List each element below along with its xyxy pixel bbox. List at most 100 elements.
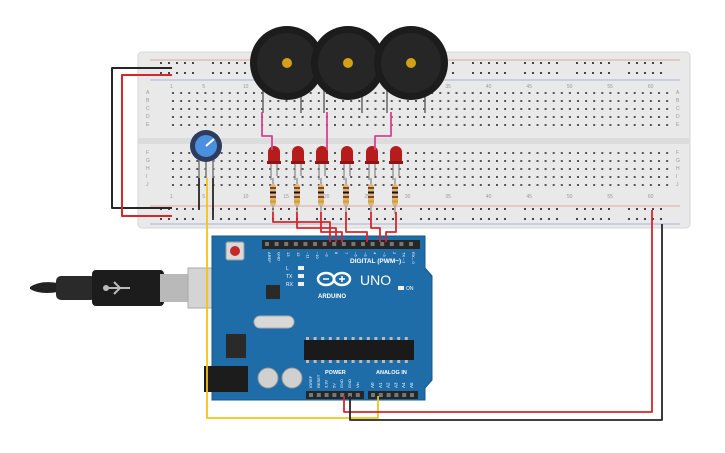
digital-pin: [322, 242, 327, 246]
row-letter: J: [676, 182, 679, 188]
resistor: [318, 178, 324, 214]
board-led: [298, 266, 304, 270]
digital-pin: [380, 242, 385, 246]
analog-pin: [402, 393, 407, 397]
row-letter: B: [676, 98, 680, 104]
board-led-label: L: [286, 266, 289, 272]
digital-pin-label: 7: [344, 252, 349, 255]
digital-pin-label: 12: [296, 252, 301, 257]
digital-pin-label: 8: [334, 252, 339, 255]
board-led-label: RX: [286, 282, 294, 288]
column-number: 50: [567, 84, 573, 90]
wire-red-5v: [343, 210, 653, 413]
digital-pin: [265, 242, 269, 246]
usb-cable: [30, 267, 227, 309]
row-letter: E: [676, 122, 680, 128]
column-number: 60: [648, 194, 654, 200]
wire-red-rail: [121, 74, 172, 217]
row-letter: G: [676, 158, 680, 164]
power-jack: [204, 366, 248, 392]
led: [291, 146, 305, 180]
column-number: 40: [486, 84, 492, 90]
digital-pin-label: 2: [392, 252, 397, 255]
row-letter: A: [676, 90, 680, 96]
wire-yellow: [206, 178, 379, 419]
column-number: 55: [607, 194, 613, 200]
analog-pin-label: A4: [401, 382, 406, 388]
digital-pin: [351, 242, 356, 246]
column-number: 50: [567, 194, 573, 200]
row-letter: I: [146, 174, 147, 180]
power-pin-label: RESET: [316, 374, 321, 388]
column-number: 55: [607, 84, 613, 90]
row-letter: A: [146, 90, 150, 96]
wire-pink: [261, 112, 273, 150]
power-pin: [309, 393, 313, 397]
digital-pin-label: ~9: [325, 252, 330, 257]
digital-pin-label: ~5: [363, 252, 368, 257]
led: [340, 146, 354, 180]
power-pin: [324, 393, 329, 397]
column-number: 45: [526, 194, 532, 200]
board-led: [298, 274, 304, 278]
brand-label: ARDUINO: [318, 294, 346, 300]
atmega-chip: [304, 340, 414, 360]
digital-pin-label: RX←0: [411, 252, 416, 265]
row-letter: I: [676, 174, 677, 180]
digital-pin: [409, 242, 413, 246]
row-letter: D: [146, 114, 150, 120]
digital-pin: [370, 242, 375, 246]
power-label: POWER: [325, 370, 346, 376]
power-pin: [355, 393, 360, 397]
resistor: [368, 178, 374, 214]
usb-chip: [266, 285, 280, 299]
column-number: 40: [486, 194, 492, 200]
buzzer: [250, 26, 324, 113]
buzzer-center: [406, 58, 416, 68]
column-number: 30: [405, 194, 411, 200]
digital-pin: [303, 242, 308, 246]
row-letter: H: [676, 166, 680, 172]
row-letter: G: [146, 158, 150, 164]
wire-pink: [374, 112, 392, 150]
digital-label: DIGITAL (PWM~): [350, 258, 401, 265]
resistor: [392, 178, 398, 214]
column-number: 60: [648, 84, 654, 90]
digital-pin: [361, 242, 365, 246]
power-pin: [316, 393, 321, 397]
digital-pin-label: ~6: [353, 252, 358, 257]
digital-pin-label: GND: [277, 252, 282, 261]
digital-pin: [284, 242, 289, 246]
column-number: 5: [202, 194, 205, 200]
wire-black-rail: [111, 67, 172, 209]
digital-pin-label: AREF: [267, 252, 272, 263]
power-pin-label: 3.3V: [324, 379, 329, 388]
buzzer-center: [282, 58, 292, 68]
digital-pin: [399, 242, 404, 246]
resistors: [270, 178, 398, 214]
analog-pin: [386, 393, 391, 397]
column-number: 20: [324, 194, 330, 200]
column-number: 1: [170, 194, 173, 200]
digital-pin: [389, 242, 394, 246]
power-pin: [348, 393, 352, 397]
wire-black-gnd: [349, 224, 663, 421]
reset-button: [230, 246, 240, 256]
resistor: [294, 178, 300, 214]
power-pin: [332, 393, 337, 397]
analog-pin-label: A2: [386, 382, 391, 388]
column-number: 10: [243, 84, 249, 90]
led: [267, 146, 281, 180]
digital-pin-label: ~11: [305, 252, 310, 259]
wire-red: [320, 212, 343, 242]
arduino-logo: [316, 271, 352, 287]
analog-header: [368, 391, 418, 399]
buzzer-center: [343, 58, 353, 68]
power-pin-label: IOREF: [308, 375, 313, 388]
row-letter: F: [676, 150, 679, 156]
digital-pin-label: 13: [286, 252, 291, 257]
digital-pin-label: TX→1: [401, 252, 406, 264]
